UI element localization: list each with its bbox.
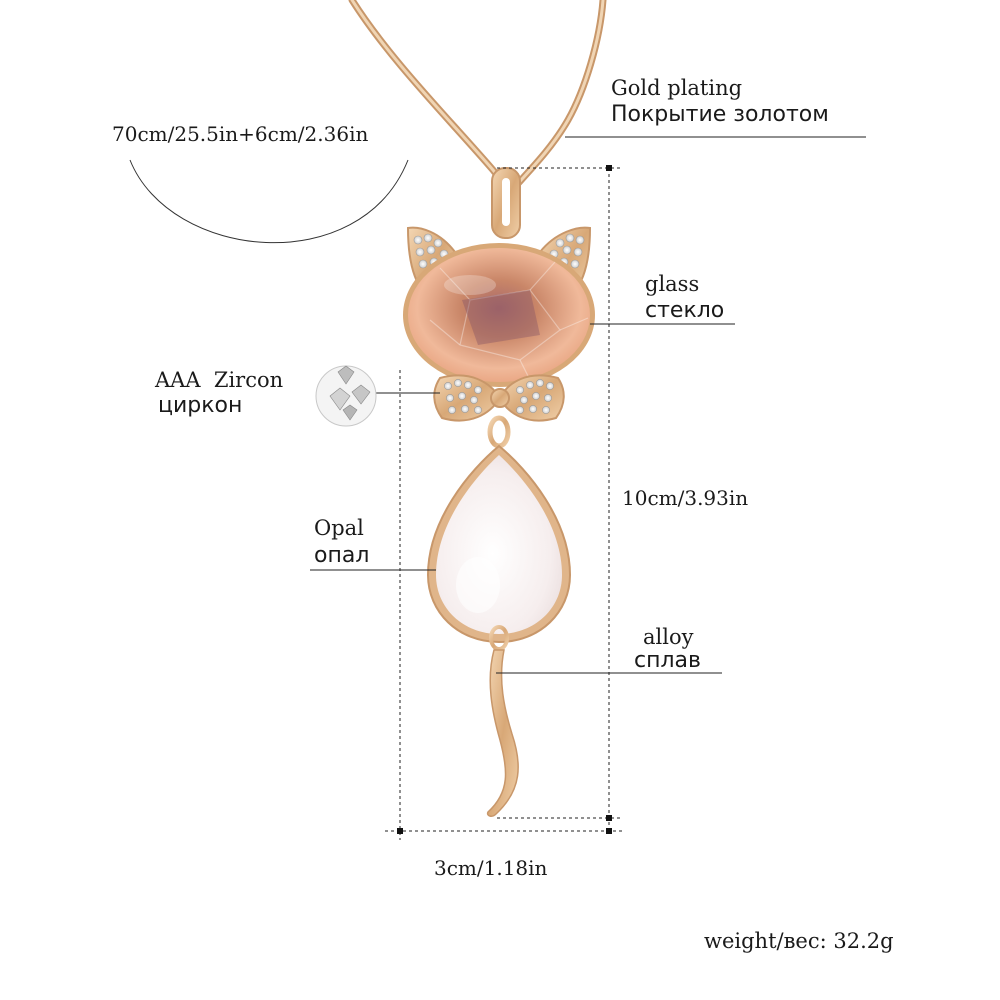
bail [491, 167, 521, 239]
chain [348, 0, 607, 194]
zircon-label-en: AAA Zircon [155, 368, 284, 392]
width-label: 3cm/1.18in [434, 856, 548, 880]
gold-plating-label-ru: Покрытие золотом [611, 102, 829, 127]
weight-label: weight/вес: 32.2g [704, 929, 894, 953]
glass-label-ru: стекло [645, 298, 725, 323]
height-label: 10cm/3.93in [622, 486, 749, 510]
chain-length-label: 70cm/25.5in+6cm/2.36in [112, 122, 369, 146]
zircon-label-ru: циркон [158, 393, 243, 418]
alloy-label-ru: сплав [634, 648, 701, 673]
alloy-label-en: alloy [643, 625, 694, 649]
opal-stone [426, 444, 572, 644]
glass-label-en: glass [645, 272, 700, 296]
opal-label-en: Opal [314, 516, 364, 540]
opal-label-ru: опал [314, 543, 370, 568]
glass-crystal [403, 243, 595, 387]
gold-plating-label-en: Gold plating [611, 76, 743, 100]
connector-ring [487, 415, 511, 449]
dimension-markers [397, 165, 612, 834]
tail [486, 625, 519, 817]
zircon-sample-icon [315, 365, 377, 427]
bow [433, 374, 565, 422]
chain-length-arc [129, 159, 409, 244]
annotation-lines [129, 136, 866, 840]
